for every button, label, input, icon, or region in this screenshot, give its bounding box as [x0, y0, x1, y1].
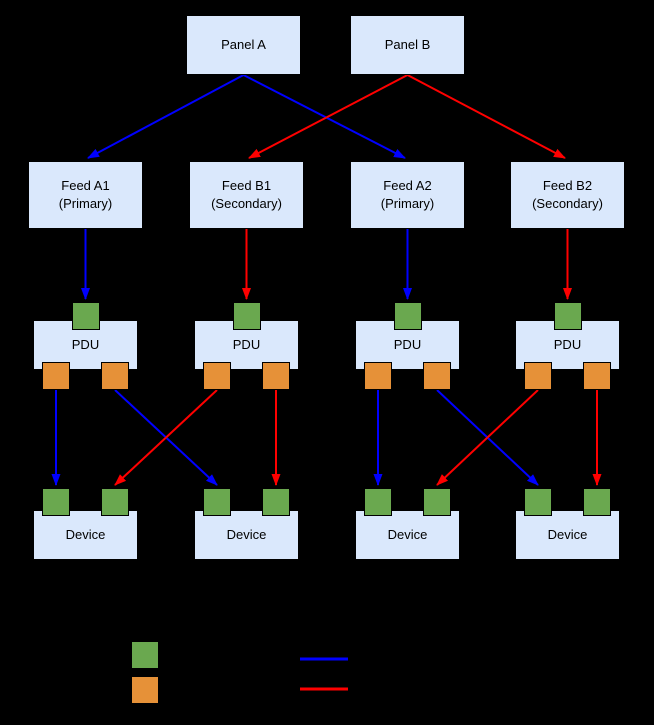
device3-input-port-right — [423, 488, 451, 516]
pdu4-label: PDU — [553, 337, 582, 353]
device4-input-port-left — [524, 488, 552, 516]
feed-b2-node: Feed B2 (Secondary) — [510, 161, 625, 229]
pdu4-input-port — [553, 302, 582, 330]
device1-input-port-left — [42, 488, 70, 516]
feed-b1-name: Feed B1 — [221, 178, 272, 194]
feed-a2-role: (Primary) — [380, 196, 435, 211]
pdu2-input-port — [232, 302, 261, 330]
device1-label: Device — [65, 527, 106, 543]
feed-b2-role: (Secondary) — [532, 196, 603, 211]
feed-b1-role: (Secondary) — [211, 196, 282, 211]
edge-pdu2-device1 — [114, 389, 218, 486]
feed-a1-role: (Primary) — [58, 196, 113, 211]
feed-a2-node: Feed A2 (Primary) — [350, 161, 465, 229]
edge-pdu1-device2 — [114, 389, 218, 486]
feed-a1-name: Feed A1 — [61, 178, 110, 194]
pdu3-label: PDU — [393, 337, 422, 353]
pdu3-output-port-left — [364, 362, 392, 390]
pdu2-output-port-right — [262, 362, 290, 390]
pdu1-node: PDU — [33, 320, 138, 370]
device4-node: Device — [515, 510, 620, 560]
device1-node: Device — [33, 510, 138, 560]
pdu4-output-port-left — [524, 362, 552, 390]
device1-input-port-right — [101, 488, 129, 516]
device2-input-port-left — [203, 488, 231, 516]
edge-panel-a-feed-a1 — [87, 74, 244, 159]
feed-b1-node: Feed B1 (Secondary) — [189, 161, 304, 229]
feed-a1-label: Feed A1 (Primary) — [59, 177, 112, 212]
pdu1-output-port-left — [42, 362, 70, 390]
feed-b2-name: Feed B2 — [542, 178, 593, 194]
feed-a2-label: Feed A2 (Primary) — [381, 177, 434, 212]
pdu2-label: PDU — [232, 337, 261, 353]
pdu3-input-port — [393, 302, 422, 330]
edge-pdu3-device4 — [436, 389, 539, 486]
legend-input-port-swatch — [131, 641, 159, 669]
device4-input-port-right — [583, 488, 611, 516]
feed-b2-label: Feed B2 (Secondary) — [532, 177, 603, 212]
panel-b-label: Panel B — [384, 37, 431, 53]
pdu2-output-port-left — [203, 362, 231, 390]
feed-a2-name: Feed A2 — [383, 178, 432, 194]
panel-b-node: Panel B — [350, 15, 465, 75]
device3-input-port-left — [364, 488, 392, 516]
edge-panel-a-feed-a2 — [243, 74, 406, 159]
legend-output-port-swatch — [131, 676, 159, 704]
panel-a-node: Panel A — [186, 15, 301, 75]
device2-node: Device — [194, 510, 299, 560]
panel-a-label: Panel A — [221, 37, 266, 53]
pdu4-output-port-right — [583, 362, 611, 390]
feed-a1-node: Feed A1 (Primary) — [28, 161, 143, 229]
edge-panel-b-feed-b1 — [248, 74, 408, 159]
device4-label: Device — [547, 527, 588, 543]
device3-label: Device — [387, 527, 428, 543]
device2-label: Device — [226, 527, 267, 543]
pdu1-output-port-right — [101, 362, 129, 390]
edge-panel-b-feed-b2 — [407, 74, 566, 159]
pdu1-label: PDU — [71, 337, 100, 353]
pdu1-input-port — [71, 302, 100, 330]
pdu3-output-port-right — [423, 362, 451, 390]
feed-b1-label: Feed B1 (Secondary) — [211, 177, 282, 212]
device2-input-port-right — [262, 488, 290, 516]
edge-pdu4-device3 — [436, 389, 539, 486]
device3-node: Device — [355, 510, 460, 560]
